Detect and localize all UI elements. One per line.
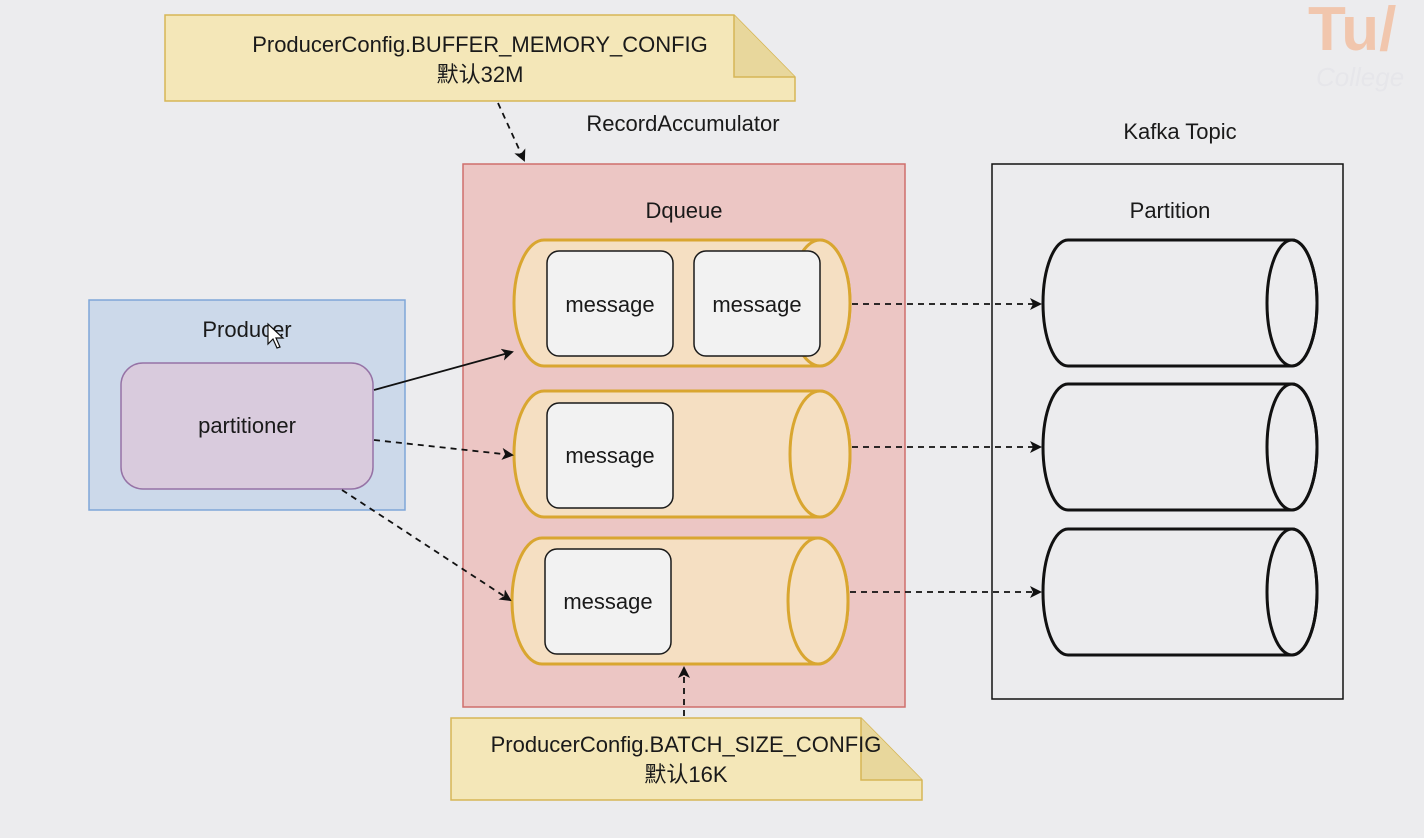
message-box xyxy=(693,250,821,357)
record-accumulator: Dqueue message message message message xyxy=(462,163,906,708)
arrow-partitioner-to-queue-2 xyxy=(373,439,514,460)
kafka-topic: Partition xyxy=(991,163,1344,700)
message-label: message xyxy=(565,443,654,468)
message-box xyxy=(546,402,674,509)
buffer-note-line2: 默认32M xyxy=(437,62,524,87)
batch-note-line2: 默认16K xyxy=(644,762,727,787)
watermark-sub: College xyxy=(1316,62,1404,92)
batch-note-shape xyxy=(450,717,923,801)
queue-batch-2: message xyxy=(512,389,852,519)
message-box xyxy=(546,250,674,357)
arrow-partitioner-to-queue-1 xyxy=(373,348,514,391)
partition-3-end xyxy=(1265,527,1319,657)
queue-batch-3: message xyxy=(510,536,850,666)
queue-3-end xyxy=(786,536,850,666)
partitioner-label: partitioner xyxy=(198,413,296,438)
partition-3-body xyxy=(1041,527,1319,657)
partition-1 xyxy=(1041,238,1319,368)
watermark-logo: Tu/ College xyxy=(1308,0,1404,92)
kafka-topic-title: Kafka Topic xyxy=(1123,119,1236,144)
accumulator-title: RecordAccumulator xyxy=(586,111,779,136)
partition-title: Partition xyxy=(1130,198,1211,223)
buffer-note-shape xyxy=(164,14,796,102)
batch-note-fold xyxy=(860,718,922,781)
arrow-buffer-to-accumulator xyxy=(497,102,526,162)
message-label: message xyxy=(563,589,652,614)
partitioner-node xyxy=(120,362,374,490)
arrow-partitioner-to-queue-3 xyxy=(341,489,512,602)
queue-2-end xyxy=(788,389,852,519)
partition-3 xyxy=(1041,527,1319,657)
buffer-note-line1: ProducerConfig.BUFFER_MEMORY_CONFIG xyxy=(252,32,708,57)
partition-1-body xyxy=(1041,238,1319,368)
buffer-memory-note: ProducerConfig.BUFFER_MEMORY_CONFIG 默认32… xyxy=(164,14,796,102)
partition-1-end xyxy=(1265,238,1319,368)
kafka-topic-container xyxy=(991,163,1344,700)
queue-batch-1: message message xyxy=(512,238,852,368)
buffer-note-fold xyxy=(733,15,795,78)
arrows xyxy=(341,102,1042,716)
watermark-brand: Tu/ xyxy=(1308,0,1396,64)
message-box xyxy=(544,548,672,655)
dqueue-title: Dqueue xyxy=(645,198,722,223)
partition-2-body xyxy=(1041,382,1319,512)
message-label: message xyxy=(712,292,801,317)
partition-2 xyxy=(1041,382,1319,512)
mouse-cursor-icon xyxy=(267,322,285,349)
message-label: message xyxy=(565,292,654,317)
batch-note-line1: ProducerConfig.BATCH_SIZE_CONFIG xyxy=(491,732,882,757)
partition-2-end xyxy=(1265,382,1319,512)
producer-box: Producer partitioner xyxy=(88,299,406,511)
batch-size-note: ProducerConfig.BATCH_SIZE_CONFIG 默认16K xyxy=(450,717,923,801)
